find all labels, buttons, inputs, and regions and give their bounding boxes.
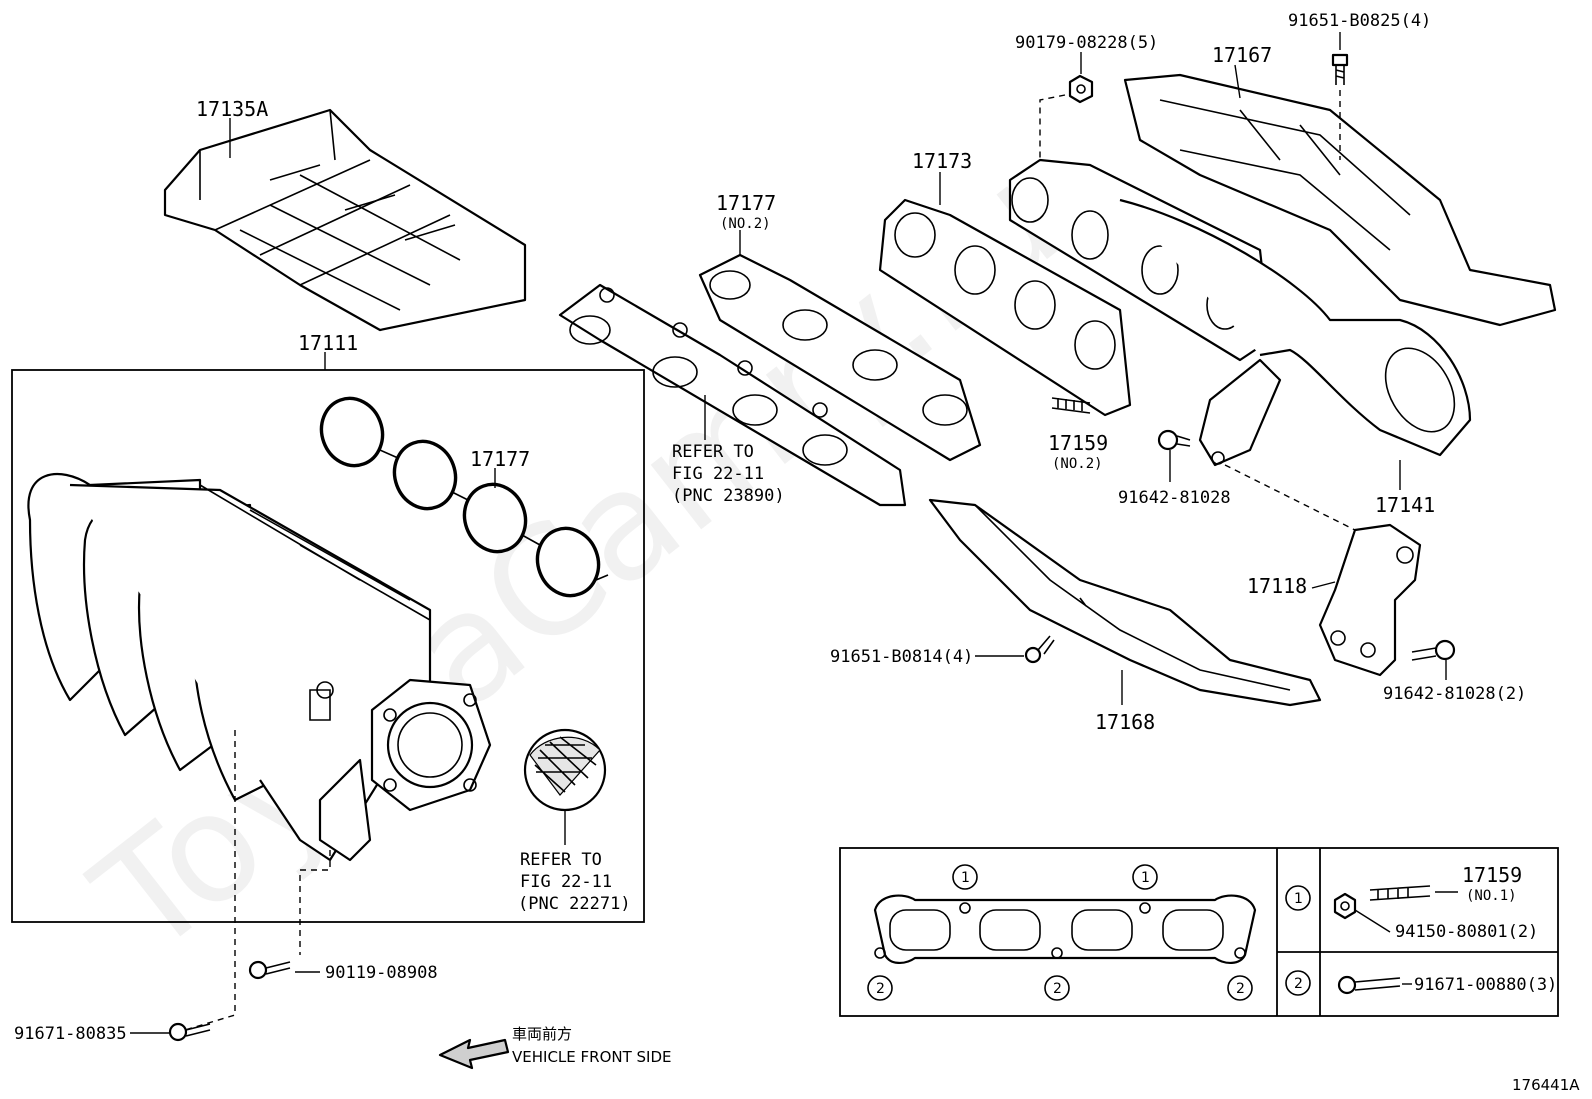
- gasket-17173[interactable]: [878, 198, 1132, 417]
- label-17177-no2-sub: (NO.2): [720, 216, 771, 232]
- ref1-line3: (PNC 23890): [672, 486, 785, 506]
- label-94150-80801: 94150-80801(2): [1395, 922, 1538, 942]
- label-17177-intake: 17177: [470, 447, 530, 471]
- svg-text:2: 2: [1053, 981, 1062, 997]
- legend-circle-2b: 2: [1044, 975, 1070, 1001]
- svg-text:2: 2: [1294, 976, 1303, 992]
- ref2-line3: (PNC 22271): [518, 894, 631, 914]
- legend-circle-2a: 2: [867, 975, 893, 1001]
- bolt-91671-00880[interactable]: [1337, 975, 1401, 995]
- svg-text:2: 2: [1236, 981, 1245, 997]
- legend-row-circle-2: 2: [1285, 970, 1311, 996]
- label-17159-no1-sub: (NO.1): [1466, 888, 1517, 904]
- heat-insulator-17168[interactable]: [928, 498, 1322, 707]
- svg-text:1: 1: [961, 870, 970, 886]
- bolt-91651-B0825[interactable]: [1331, 53, 1349, 85]
- ref2-line2: FIG 22-11: [520, 872, 612, 892]
- gasket-17177-intake[interactable]: [312, 390, 609, 604]
- label-vehicle-front-jp: 車両前方: [512, 1025, 572, 1043]
- label-90119-08908: 90119-08908: [325, 963, 438, 983]
- label-17111: 17111: [298, 331, 358, 355]
- label-91642-81028-2: 91642-81028(2): [1383, 684, 1526, 704]
- bolt-91642-81028[interactable]: [1157, 429, 1191, 451]
- label-17173: 17173: [912, 149, 972, 173]
- legend-circle-2c: 2: [1227, 975, 1253, 1001]
- nut-90179-08228[interactable]: [1068, 74, 1094, 104]
- label-17177-no2: 17177: [716, 191, 776, 215]
- stud-17159-no1[interactable]: [1369, 885, 1431, 901]
- label-91651-B0814: 91651-B0814(4): [830, 647, 973, 667]
- svg-text:1: 1: [1141, 870, 1150, 886]
- intake-manifold-17111[interactable]: [27, 472, 432, 862]
- legend-circle-1b: 1: [1132, 864, 1158, 890]
- legend-box: [839, 847, 1559, 1017]
- figure-id: 176441A: [1512, 1076, 1580, 1094]
- heat-insulator-17167[interactable]: [1123, 73, 1557, 327]
- label-17159-no1: 17159: [1462, 863, 1522, 887]
- label-17141: 17141: [1375, 493, 1435, 517]
- bolt-90119-08908[interactable]: [248, 960, 291, 980]
- label-90179-08228: 90179-08228(5): [1015, 33, 1158, 53]
- bolt-91651-B0814[interactable]: [1024, 635, 1055, 664]
- label-17167: 17167: [1212, 43, 1272, 67]
- nut-94150-80801[interactable]: [1333, 892, 1357, 920]
- stud-17159-no2[interactable]: [1051, 397, 1091, 414]
- label-17135A: 17135A: [196, 97, 268, 121]
- label-91642-81028: 91642-81028: [1118, 488, 1231, 508]
- label-17168: 17168: [1095, 710, 1155, 734]
- exhaust-manifold-gasket-flange-ref[interactable]: [558, 283, 907, 507]
- legend-row-circle-1: 1: [1285, 885, 1311, 911]
- intake-manifold-group-box: [11, 369, 645, 923]
- bolt-91671-80835[interactable]: [168, 1022, 211, 1042]
- bracket-17118[interactable]: [1318, 523, 1422, 677]
- exhaust-manifold-17141[interactable]: [1008, 158, 1472, 467]
- ref1-line2: FIG 22-11: [672, 464, 764, 484]
- label-91651-B0825: 91651-B0825(4): [1288, 11, 1431, 31]
- legend-circle-1a: 1: [952, 864, 978, 890]
- gasket-17177-no2[interactable]: [698, 253, 982, 462]
- bolt-91642-81028-2[interactable]: [1411, 639, 1456, 661]
- label-17159-no2-sub: (NO.2): [1052, 456, 1103, 472]
- label-17159-no2: 17159: [1048, 431, 1108, 455]
- hatched-gasket-ref: [523, 728, 607, 812]
- throttle-body-flange[interactable]: [370, 678, 492, 812]
- label-91671-00880: 91671-00880(3): [1414, 975, 1557, 995]
- label-91671-80835: 91671-80835: [14, 1024, 127, 1044]
- label-vehicle-front-en: VEHICLE FRONT SIDE: [512, 1048, 672, 1066]
- arrow-left-icon: [438, 1038, 510, 1070]
- svg-text:1: 1: [1294, 891, 1303, 907]
- engine-cover-17135A[interactable]: [163, 108, 527, 332]
- label-17118: 17118: [1247, 574, 1307, 598]
- ref2-line1: REFER TO: [520, 850, 602, 870]
- svg-text:2: 2: [876, 981, 885, 997]
- ref1-line1: REFER TO: [672, 442, 754, 462]
